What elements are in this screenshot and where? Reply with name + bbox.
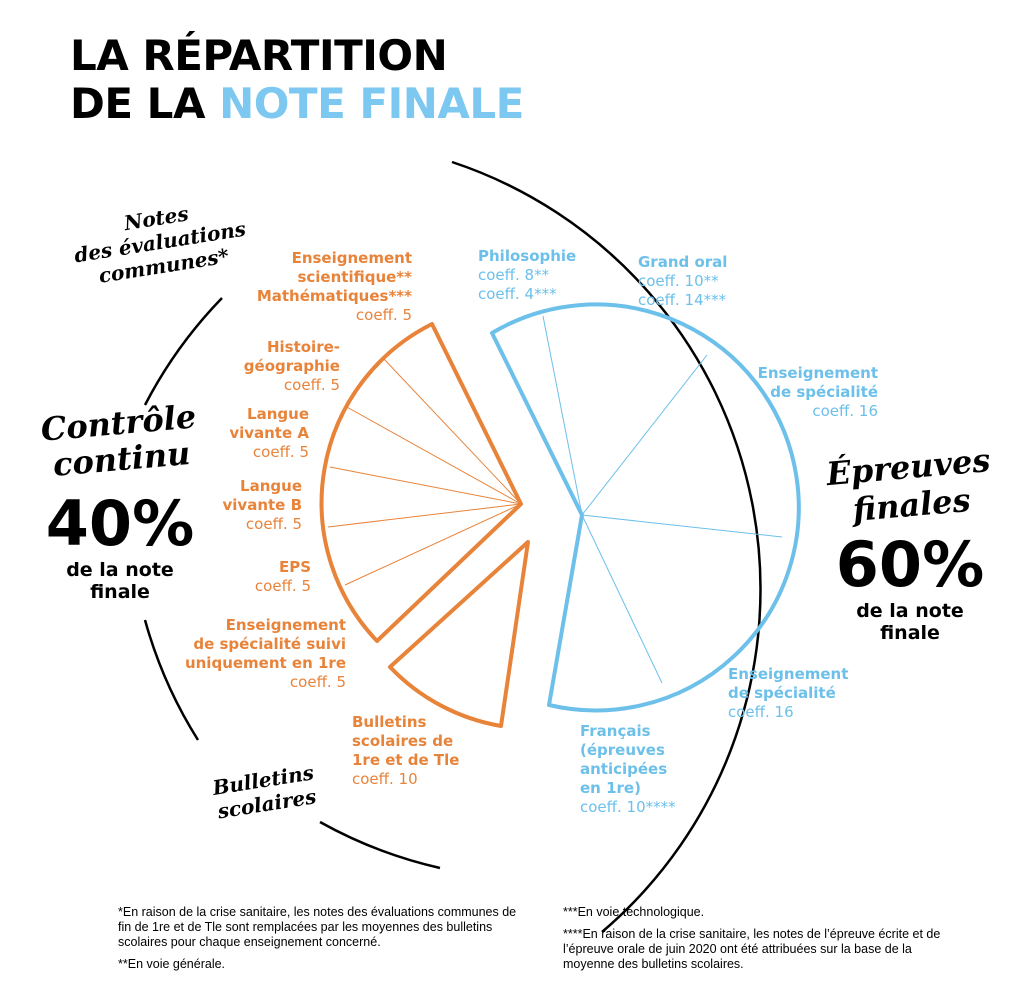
epreuves-finales-block: Épreuves finales 60% de la note finale (810, 441, 1010, 644)
epreuves-finales-outline (490, 302, 801, 713)
epreuves-finales-sector (490, 302, 801, 713)
divider-spe1-spe2 (581, 514, 783, 538)
evaluations-communes-sector (319, 322, 523, 643)
footnote-2: **En voie générale. (118, 957, 226, 971)
epreuves-finales-subtitle: de la note finale (856, 600, 964, 644)
divider-philo-grandoral (542, 315, 583, 516)
evaluations-communes-outline (319, 322, 523, 643)
controle-continu-percent: 40% (45, 487, 195, 560)
divider-eps-spe (344, 503, 522, 586)
page-title: LA RÉPARTITION DE LA NOTE FINALE (70, 32, 524, 128)
divider-lvb-eps (327, 503, 522, 528)
bulletins-sector (388, 540, 530, 728)
outer-arc-right (451, 160, 762, 933)
divider-spe2-francais (581, 514, 663, 684)
footnotes-left: *En raison de la crise sanitaire, les no… (118, 905, 518, 979)
outer-arc-left-bottom (143, 619, 200, 741)
divider-grandoral-spe1 (581, 354, 708, 516)
epreuves-finales-percent: 60% (835, 528, 985, 601)
outer-arc-left-top (143, 297, 223, 406)
title-line-1: LA RÉPARTITION (70, 31, 448, 80)
footnote-3: ***En voie technologique. (563, 905, 705, 919)
label-spe-premiere: Enseignement de spécialité suivi uniquem… (184, 616, 346, 691)
title-line-2-prefix: DE LA (70, 79, 220, 128)
epreuves-finales-title: Épreuves finales (824, 440, 992, 529)
divider-lva-lvb (329, 466, 522, 505)
label-ens-scientifique: Enseignement scientifique** Mathématique… (256, 249, 412, 324)
footnotes-right: ***En voie technologique. ****En raison … (563, 905, 963, 979)
divider-histo-lva (344, 405, 522, 505)
label-francais: Français (épreuves anticipées en 1re)coe… (580, 722, 676, 816)
footnote-1: *En raison de la crise sanitaire, les no… (118, 905, 517, 949)
controle-continu-subtitle: de la note finale (66, 559, 174, 603)
title-line-2-highlight: NOTE FINALE (219, 79, 524, 128)
footnote-4: ****En raison de la crise sanitaire, les… (563, 927, 941, 971)
controle-continu-block: Contrôle continu 40% de la note finale (25, 397, 215, 603)
divider-sci-histo (382, 357, 522, 505)
outer-arc-bottom (319, 820, 441, 870)
